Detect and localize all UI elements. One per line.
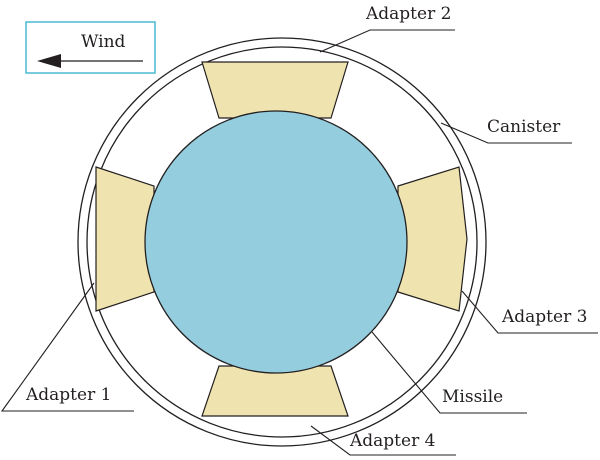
wind-legend: Wind bbox=[25, 21, 156, 74]
adapter-2 bbox=[201, 61, 349, 119]
wind-legend-box bbox=[25, 21, 156, 74]
adapter-2-label: Adapter 2 bbox=[365, 4, 451, 24]
canister-outer-wall bbox=[77, 37, 487, 447]
canister-leader bbox=[440, 122, 572, 144]
missile-body bbox=[144, 110, 408, 374]
adapter-1-label: Adapter 1 bbox=[25, 385, 111, 405]
canister bbox=[77, 37, 487, 447]
canister-label: Canister bbox=[487, 117, 561, 137]
adapter-3-leader bbox=[461, 290, 598, 334]
adapters bbox=[95, 61, 468, 417]
missile-leader bbox=[371, 331, 527, 414]
wind-arrow-icon bbox=[37, 54, 61, 68]
adapter-2-leader bbox=[319, 29, 455, 53]
adapter-3 bbox=[397, 166, 468, 312]
wind-label: Wind bbox=[81, 32, 126, 52]
adapter-1 bbox=[95, 166, 155, 312]
adapter-1-leader bbox=[0, 282, 134, 412]
adapter-3-label: Adapter 3 bbox=[501, 307, 587, 327]
adapter-4-leader bbox=[310, 425, 456, 456]
adapter-4-label: Adapter 4 bbox=[349, 431, 435, 451]
canister-inner-wall bbox=[86, 46, 478, 438]
leader-lines bbox=[0, 29, 598, 456]
missile-label: Missile bbox=[442, 387, 503, 407]
